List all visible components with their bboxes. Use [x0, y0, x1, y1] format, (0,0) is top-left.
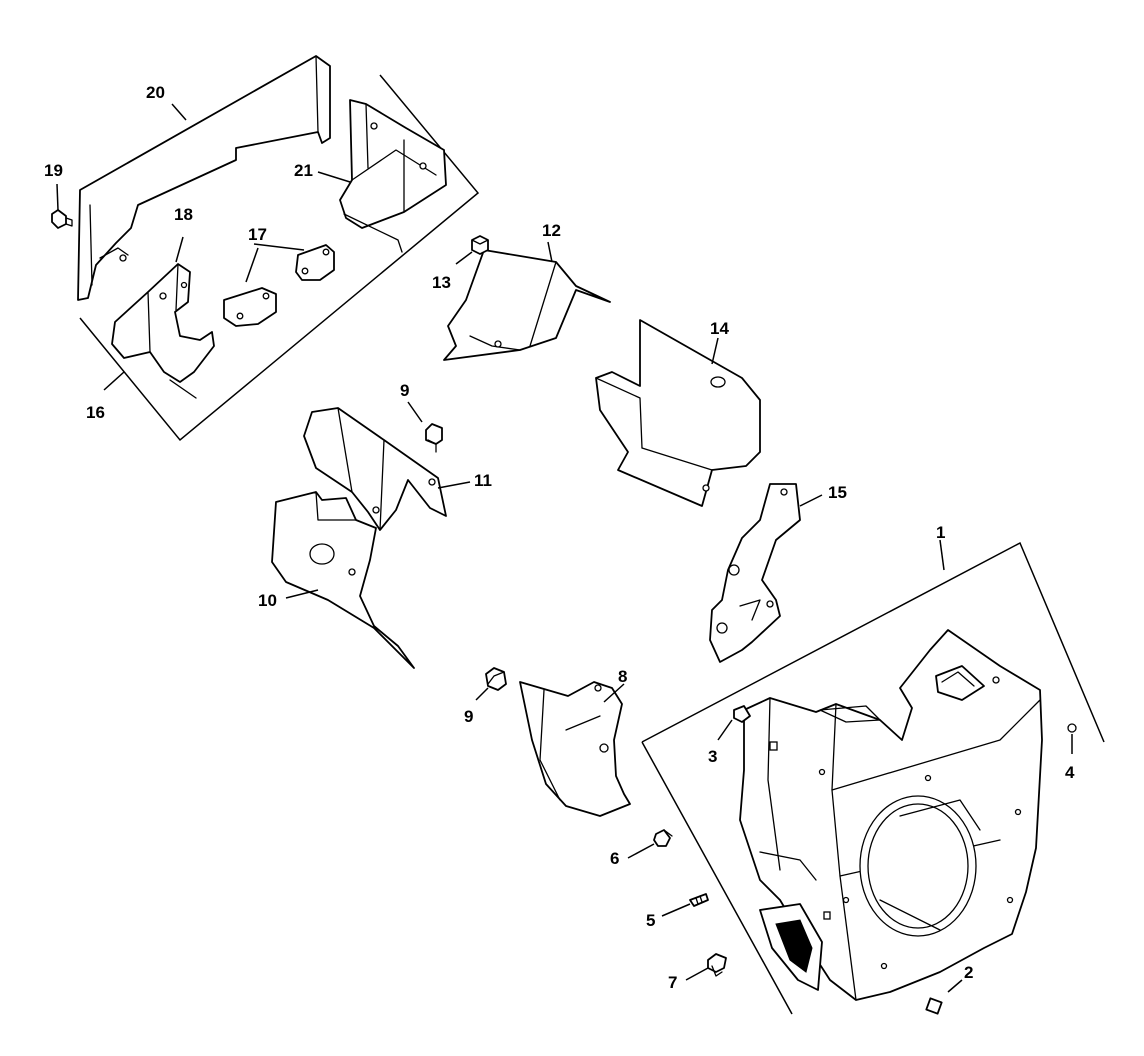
- callout-9-upper: 9: [400, 381, 409, 400]
- callout-1: 1: [936, 523, 945, 542]
- callout-15: 15: [828, 483, 847, 502]
- part-6-screw: [653, 829, 673, 847]
- part-10-baffle: [271, 491, 415, 669]
- part-21-bracket: [339, 99, 447, 253]
- callout-3: 3: [708, 747, 717, 766]
- part-18-bracket: [111, 263, 215, 399]
- leader-lines: [56, 103, 1073, 993]
- part-19-bolt: [51, 209, 73, 229]
- callout-18: 18: [174, 205, 193, 224]
- callout-12: 12: [542, 221, 561, 240]
- callout-16: 16: [86, 403, 105, 422]
- group-bracket-upper-left: [79, 74, 480, 442]
- part-11-baffle: [303, 407, 447, 531]
- part-7-bolt: [707, 953, 727, 977]
- callout-19: 19: [44, 161, 63, 180]
- part-9-bolt-lower: [485, 667, 507, 691]
- callout-4: 4: [1065, 763, 1075, 782]
- part-14-shroud: [595, 319, 761, 507]
- part-3-clip: [733, 705, 751, 723]
- part-1-blower-housing: [739, 629, 1043, 1001]
- callout-8: 8: [618, 667, 627, 686]
- callout-20: 20: [146, 83, 165, 102]
- callout-7: 7: [668, 973, 677, 992]
- part-12-baffle: [443, 249, 611, 361]
- callout-10: 10: [258, 591, 277, 610]
- part-13-screw: [471, 235, 489, 255]
- callout-6: 6: [610, 849, 619, 868]
- part-17-plates: [223, 244, 335, 327]
- callout-17: 17: [248, 225, 267, 244]
- part-4-grommet: [1067, 723, 1077, 733]
- part-5-stud: [689, 893, 709, 907]
- callout-13: 13: [432, 273, 451, 292]
- callout-5: 5: [646, 911, 655, 930]
- group-bracket-lower-right: [641, 541, 1105, 743]
- part-15-baffle-plate: [709, 483, 801, 663]
- callout-9-lower: 9: [464, 707, 473, 726]
- callout-21: 21: [294, 161, 313, 180]
- callout-11: 11: [474, 471, 492, 490]
- part-2-square-nut: [925, 997, 943, 1015]
- part-9-bolt-upper: [425, 423, 443, 453]
- callout-2: 2: [964, 963, 973, 982]
- part-20-side-panel: [77, 55, 331, 301]
- part-8-baffle: [519, 681, 631, 817]
- callout-14: 14: [710, 319, 729, 338]
